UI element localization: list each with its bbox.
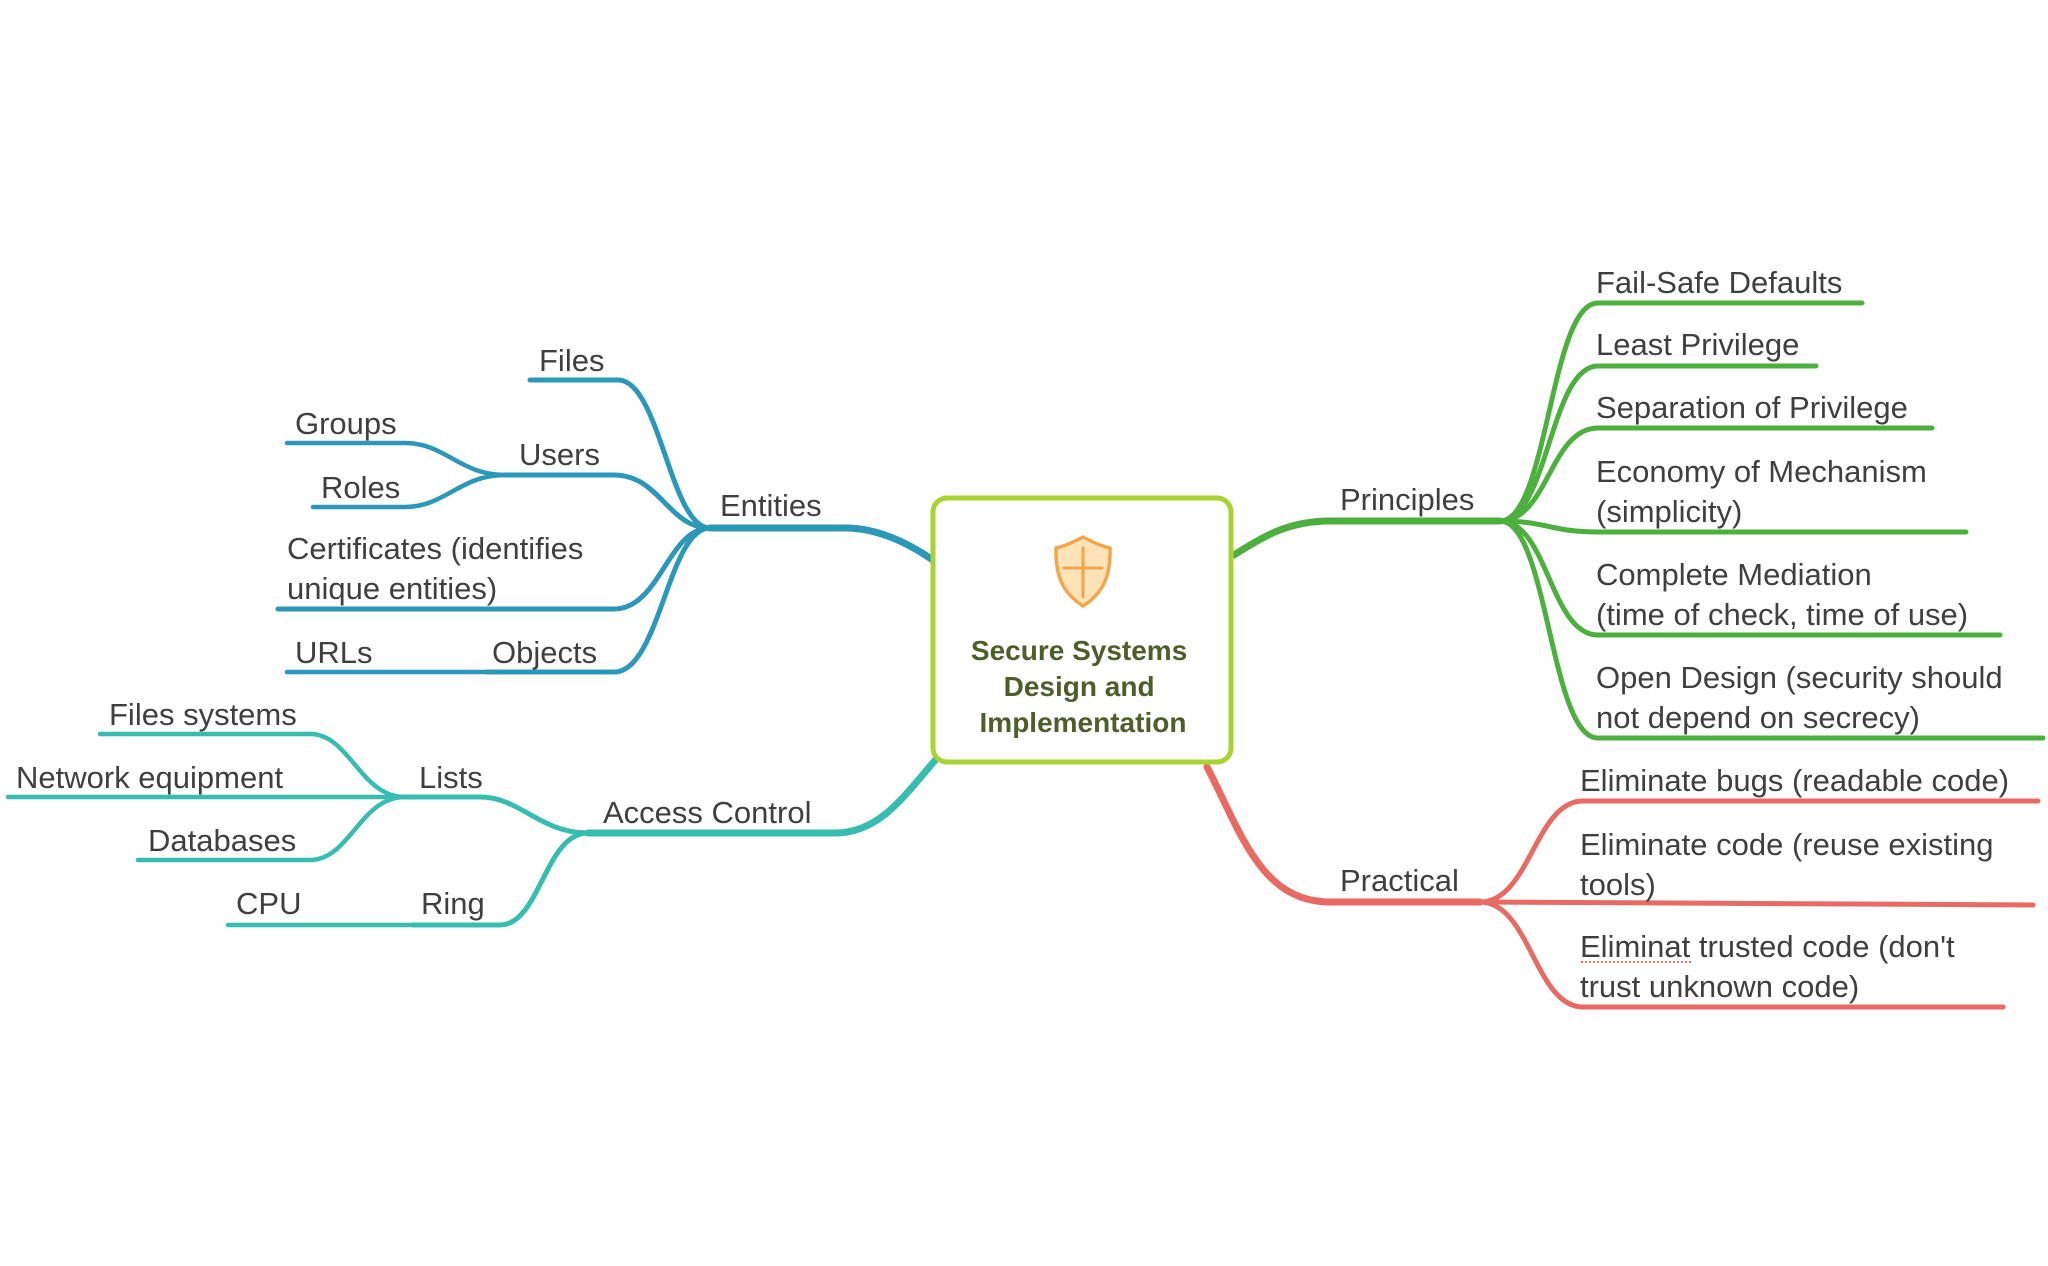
certificates-label[interactable]: Certificates (identifies unique entities… bbox=[287, 531, 592, 606]
files-systems-label[interactable]: Files systems bbox=[109, 697, 297, 732]
roles-label[interactable]: Roles bbox=[321, 470, 400, 505]
open-design-line-2: not depend on secrecy) bbox=[1596, 700, 1920, 735]
economy-line-2: (simplicity) bbox=[1596, 494, 1742, 529]
users-label[interactable]: Users bbox=[519, 437, 600, 472]
practical-label[interactable]: Practical bbox=[1340, 863, 1459, 898]
connector-eliminate-code bbox=[1477, 899, 2036, 908]
connector-access-control bbox=[584, 754, 941, 837]
central-title-line-3: Implementation bbox=[980, 707, 1187, 738]
least-privilege-label[interactable]: Least Privilege bbox=[1596, 327, 1799, 362]
connector-practical bbox=[1203, 763, 1484, 906]
complete-mediation-label[interactable]: Complete Mediation (time of check, time … bbox=[1596, 557, 1968, 632]
branch-access-control: Access Control Lists Ring Files systems … bbox=[5, 697, 941, 928]
certificates-line-2: unique entities) bbox=[287, 571, 497, 606]
central-title-line-2: Design and bbox=[1004, 671, 1155, 702]
files-label[interactable]: Files bbox=[539, 343, 604, 378]
objects-label[interactable]: Objects bbox=[492, 635, 597, 670]
principles-label[interactable]: Principles bbox=[1340, 482, 1474, 517]
lists-label[interactable]: Lists bbox=[419, 760, 483, 795]
open-design-line-1: Open Design (security should bbox=[1596, 660, 2003, 695]
connector-files-systems bbox=[97, 731, 408, 800]
branch-practical: Practical Eliminate bugs (readable code)… bbox=[1203, 763, 2041, 1010]
databases-label[interactable]: Databases bbox=[148, 823, 296, 858]
branch-entities: Entities Files Users Groups Roles Certif… bbox=[275, 343, 941, 675]
open-design-label[interactable]: Open Design (security should not depend … bbox=[1596, 660, 2011, 735]
connector-lists bbox=[402, 794, 591, 836]
access-control-label[interactable]: Access Control bbox=[603, 795, 811, 830]
eliminat-trusted-line-1: Eliminat trusted code (don't bbox=[1580, 929, 1955, 964]
branch-principles: Principles Fail-Safe Defaults Least Priv… bbox=[1230, 265, 2046, 741]
connector-objects bbox=[484, 525, 713, 675]
connector-complete-mediation bbox=[1497, 518, 2003, 638]
certificates-line-1: Certificates (identifies bbox=[287, 531, 583, 566]
connector-ring bbox=[410, 830, 591, 928]
shield-icon bbox=[1054, 535, 1112, 608]
connector-groups bbox=[284, 440, 508, 478]
connector-files bbox=[527, 377, 713, 531]
connector-entities bbox=[706, 524, 941, 567]
connector-least-privilege bbox=[1497, 363, 1819, 524]
separation-of-privilege-label[interactable]: Separation of Privilege bbox=[1596, 390, 1908, 425]
cpu-label[interactable]: CPU bbox=[236, 886, 301, 921]
eliminate-code-label[interactable]: Eliminate code (reuse existing tools) bbox=[1580, 827, 2002, 902]
network-equipment-label[interactable]: Network equipment bbox=[16, 760, 283, 795]
urls-label[interactable]: URLs bbox=[295, 635, 373, 670]
economy-line-1: Economy of Mechanism bbox=[1596, 454, 1927, 489]
connector-users bbox=[502, 472, 713, 531]
eliminat-trusted-code-label[interactable]: Eliminat trusted code (don't trust unkno… bbox=[1580, 929, 1963, 1004]
connector-principles bbox=[1230, 517, 1504, 559]
economy-of-mechanism-label[interactable]: Economy of Mechanism (simplicity) bbox=[1596, 454, 1935, 529]
central-node-box[interactable] bbox=[930, 495, 1234, 765]
eliminate-bugs-label[interactable]: Eliminate bugs (readable code) bbox=[1580, 763, 2009, 798]
connector-economy bbox=[1497, 518, 1969, 535]
connector-separation bbox=[1497, 425, 1935, 524]
ring-label[interactable]: Ring bbox=[421, 886, 485, 921]
central-title-line-1: Secure Systems bbox=[971, 635, 1187, 666]
complete-mediation-line-1: Complete Mediation bbox=[1596, 557, 1872, 592]
eliminate-code-line-2: tools) bbox=[1580, 867, 1656, 902]
connector-roles bbox=[310, 472, 508, 510]
connector-fail-safe bbox=[1497, 300, 1865, 524]
complete-mediation-line-2: (time of check, time of use) bbox=[1596, 597, 1968, 632]
connector-open-design bbox=[1497, 518, 2046, 741]
central-title: Secure Systems Design and Implementation bbox=[971, 635, 1195, 738]
eliminat-trusted-line-2: trust unknown code) bbox=[1580, 969, 1859, 1004]
connector-eliminate-bugs bbox=[1477, 798, 2041, 905]
entities-label[interactable]: Entities bbox=[720, 488, 822, 523]
eliminate-code-line-1: Eliminate code (reuse existing bbox=[1580, 827, 1994, 862]
groups-label[interactable]: Groups bbox=[295, 406, 397, 441]
connector-databases bbox=[135, 794, 408, 863]
fail-safe-defaults-label[interactable]: Fail-Safe Defaults bbox=[1596, 265, 1842, 300]
connector-eliminat-trusted bbox=[1477, 899, 2006, 1010]
central-node[interactable]: Secure Systems Design and Implementation bbox=[930, 495, 1234, 765]
